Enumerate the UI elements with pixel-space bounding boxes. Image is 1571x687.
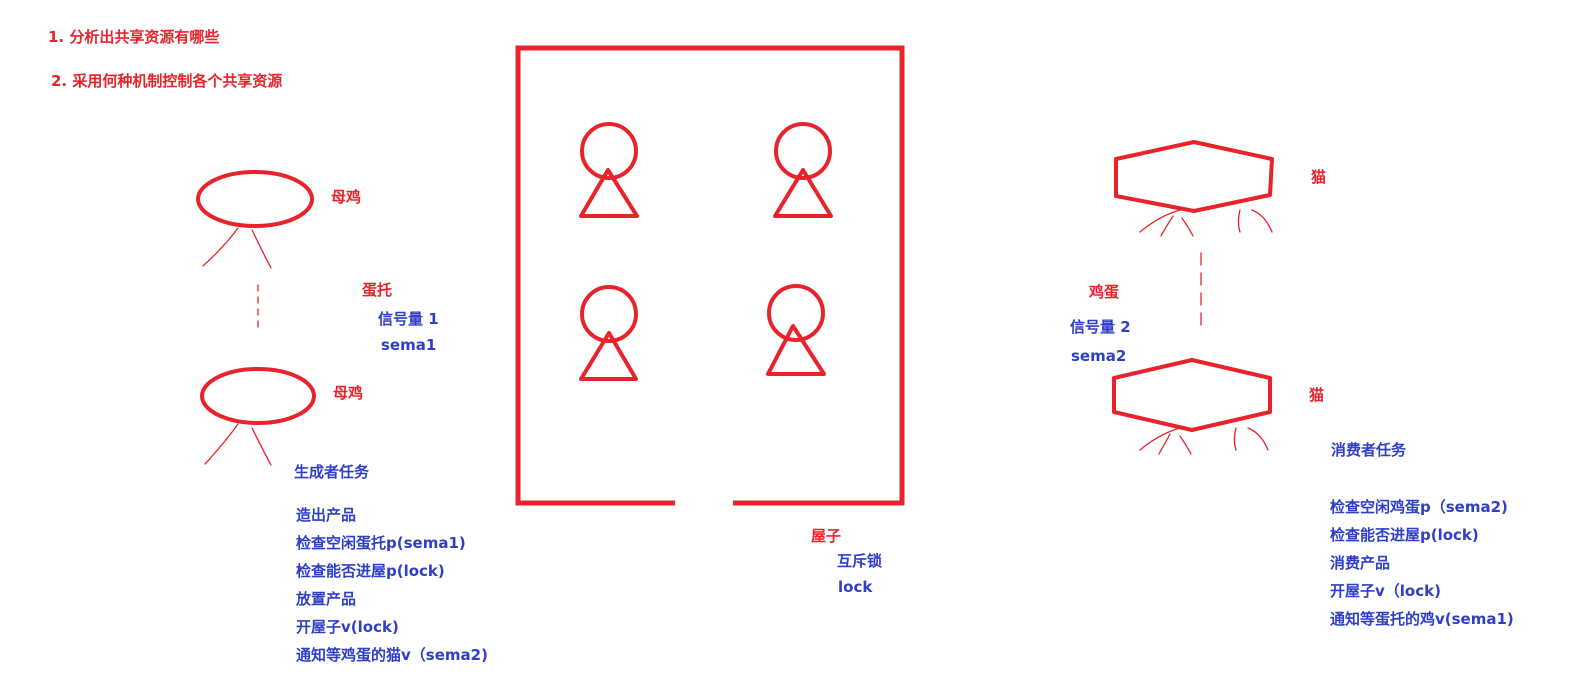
house-label: 屋子 bbox=[811, 527, 842, 545]
hen-bottom-label: 母鸡 bbox=[333, 384, 364, 402]
person-4-shape bbox=[766, 284, 826, 376]
producer-steps: 造出产品 检查空闲蛋托p(sema1) 检查能否进屋p(lock) 放置产品 开… bbox=[296, 501, 488, 669]
producer-step: 检查空闲蛋托p(sema1) bbox=[296, 534, 466, 552]
egg-label: 鸡蛋 bbox=[1089, 283, 1120, 301]
hen-top-label: 母鸡 bbox=[331, 188, 362, 206]
cat-bottom-shape bbox=[1112, 358, 1272, 455]
mutex-name: lock bbox=[838, 578, 873, 596]
person-3-shape bbox=[579, 285, 638, 381]
cat-bottom-label: 猫 bbox=[1309, 386, 1325, 404]
producer-step: 放置产品 bbox=[296, 590, 357, 608]
consumer-step: 通知等蛋托的鸡v(sema1) bbox=[1330, 610, 1514, 628]
question-1: 1. 分析出共享资源有哪些 bbox=[48, 28, 220, 46]
question-2: 2. 采用何种机制控制各个共享资源 bbox=[51, 72, 283, 90]
consumer-task-title: 消费者任务 bbox=[1331, 441, 1407, 459]
hen-bottom-shape bbox=[200, 367, 316, 466]
semaphore-1-label: 信号量 1 bbox=[378, 310, 439, 328]
producer-step: 通知等鸡蛋的猫v（sema2) bbox=[296, 646, 488, 664]
semaphore-1-name: sema1 bbox=[381, 336, 437, 354]
consumer-steps: 检查空闲鸡蛋p（sema2) 检查能否进屋p(lock) 消费产品 开屋子v（l… bbox=[1330, 493, 1514, 633]
consumer-step: 消费产品 bbox=[1330, 554, 1391, 572]
producer-step: 检查能否进屋p(lock) bbox=[296, 562, 445, 580]
egg-tray-label: 蛋托 bbox=[362, 281, 393, 299]
consumer-step: 检查空闲鸡蛋p（sema2) bbox=[1330, 498, 1508, 516]
mutex-label: 互斥锁 bbox=[837, 552, 883, 570]
semaphore-2-label: 信号量 2 bbox=[1070, 318, 1131, 336]
cat-top-label: 猫 bbox=[1311, 168, 1327, 186]
hen-top-shape bbox=[196, 170, 314, 269]
producer-step: 造出产品 bbox=[296, 506, 357, 524]
person-1-shape bbox=[579, 122, 639, 218]
consumer-step: 开屋子v（lock) bbox=[1330, 582, 1441, 600]
producer-step: 开屋子v(lock) bbox=[296, 618, 399, 636]
cat-top-shape bbox=[1114, 140, 1274, 237]
consumer-step: 检查能否进屋p(lock) bbox=[1330, 526, 1479, 544]
semaphore-2-name: sema2 bbox=[1071, 347, 1127, 365]
person-2-shape bbox=[773, 122, 833, 218]
house-outline bbox=[515, 45, 905, 506]
producer-task-title: 生成者任务 bbox=[294, 463, 370, 481]
